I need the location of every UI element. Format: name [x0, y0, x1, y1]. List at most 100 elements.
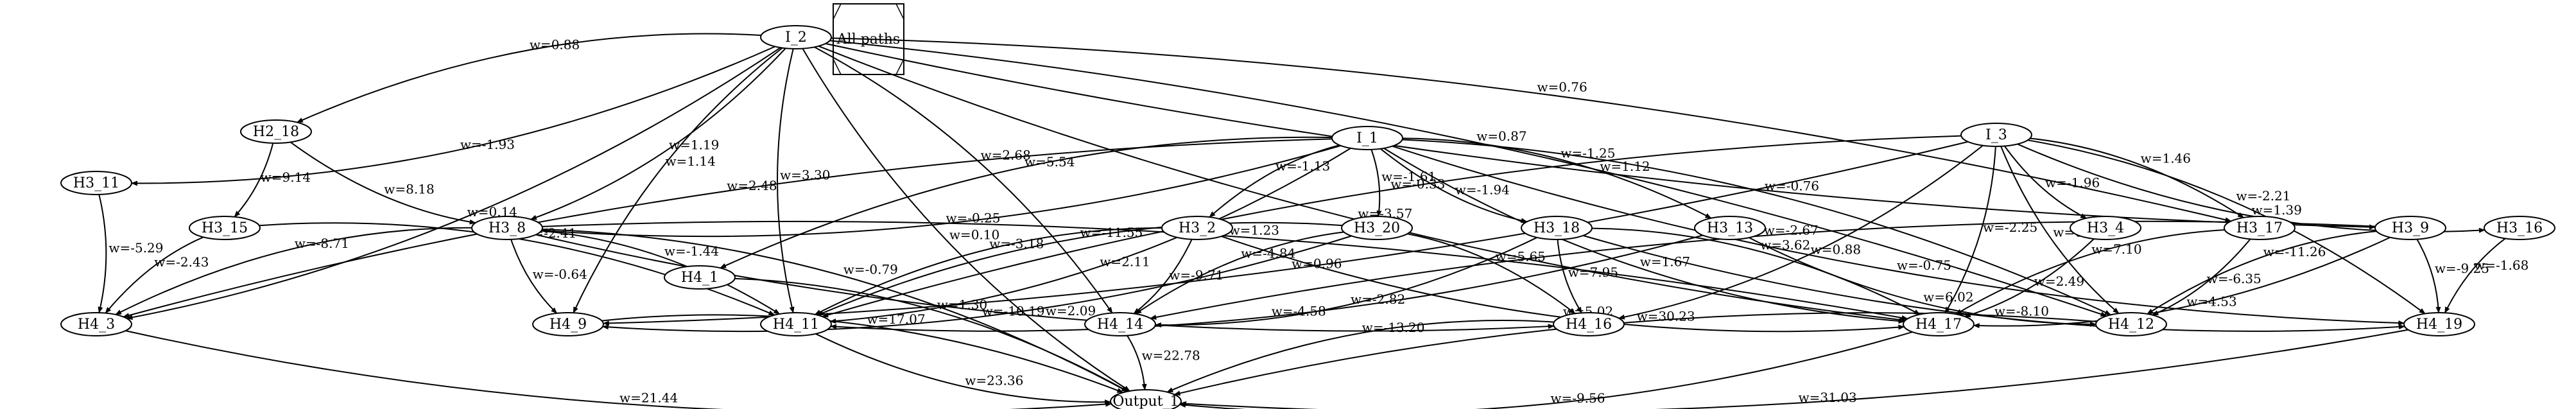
- edge-I_3-to-H4_12: [2000, 146, 2120, 314]
- node-label-H3_16: H3_16: [2496, 220, 2543, 236]
- node-ellipse-H3_16: [2484, 216, 2555, 240]
- edge-label-H3_17-to-H4_12: w=-6.35: [2207, 271, 2261, 286]
- node-ellipse-H3_4: [2070, 216, 2141, 240]
- edge-label-H3_20-to-H4_11: w=-11.55: [1080, 225, 1143, 240]
- edge-H4_17-to-Output_1: [1179, 331, 1913, 409]
- edge-I_3-to-H4_11: [822, 135, 1962, 318]
- edge-I_2-to-H4_3: [126, 47, 781, 320]
- edge-label-H3_13-to-H4_11: w=-4.58: [1272, 303, 1326, 318]
- edge-I_1-to-H3_13: [1402, 137, 1712, 219]
- node-H3_9: H3_9: [2374, 216, 2446, 240]
- edge-H3_18-to-H4_17: [1591, 227, 1921, 315]
- node-ellipse-H3_8: [471, 216, 543, 240]
- node-H4_16: H4_16: [1553, 312, 1625, 336]
- edge-H4_3-to-Output_1: [125, 330, 1112, 409]
- edge-I_2-to-H2_18: [296, 33, 761, 123]
- edge-H3_17-to-H4_12: [2152, 238, 2251, 316]
- edge-label-H3_17-to-H4_17: w=7.10: [2091, 241, 2141, 257]
- edge-I_1-to-H3_18: [1380, 148, 1528, 223]
- edge-label-H3_4-to-H4_17: w=2.49: [2034, 274, 2084, 289]
- node-label-H4_3: H4_3: [78, 317, 115, 333]
- edge-label-I_1-to-H4_11: w=2.11: [1100, 254, 1150, 269]
- edge-label-I_1-to-H3_18: w=-1.94: [1455, 182, 1510, 197]
- edge-I_2-to-H3_17: [831, 37, 2232, 223]
- edge-label-H4_3-to-Output_1: w=21.44: [619, 390, 678, 405]
- edge-label-H3_8-to-H4_17: w=1.23: [1229, 222, 1279, 238]
- edge-label-H4_19-to-Output_1: w=31.03: [1799, 390, 1857, 405]
- edge-H3_2-to-H4_11: [814, 227, 1163, 315]
- edge-label-H3_9-to-H4_17: w=4.53: [2186, 293, 2236, 309]
- edge-I_2-to-Output_1: [802, 48, 1130, 392]
- edge-H3_8-to-H4_9: [510, 239, 558, 314]
- node-label-H4_19: H4_19: [2416, 317, 2462, 333]
- edge-label-I_3-to-H4_17: w=-2.25: [1983, 220, 2037, 235]
- node-H3_2: H3_2: [1161, 216, 1233, 240]
- node-label-H3_20: H3_20: [1354, 220, 1400, 236]
- node-H3_13: H3_13: [1694, 216, 1766, 240]
- edge-label-H4_14-to-Output_1: w=22.78: [1142, 348, 1200, 363]
- edge-label-I_2-to-H3_8: w=1.19: [669, 137, 719, 152]
- node-ellipse-I_1: [1331, 126, 1403, 150]
- node-label-H3_9: H3_9: [2392, 220, 2429, 236]
- node-ellipse-H4_3: [60, 312, 132, 336]
- edge-I_1-to-H3_2: [1209, 144, 1340, 218]
- node-H3_11: H3_11: [60, 171, 132, 195]
- node-H4_3: H4_3: [60, 312, 132, 336]
- edge-label-I_1-to-H4_3: w=2.48: [727, 178, 777, 193]
- edge-label-I_3-to-H4_16: w=0.88: [1811, 241, 1861, 257]
- node-ellipse-Output_1: [1110, 389, 1182, 409]
- edge-label-H3_8-to-H4_9: w=-0.64: [533, 266, 587, 282]
- edge-label-H3_11-to-H4_3: w=-5.29: [108, 240, 163, 256]
- node-H4_19: H4_19: [2403, 312, 2475, 336]
- edge-I_3-to-H3_17: [2030, 137, 2245, 218]
- edge-H3_11-to-H4_3: [98, 194, 107, 314]
- edge-H2_18-to-H3_15: [234, 143, 274, 218]
- edge-H3_9-to-H4_19: [2416, 239, 2441, 314]
- node-label-H4_9: H4_9: [549, 317, 587, 333]
- edge-H3_8-to-H4_17: [542, 220, 1908, 320]
- edge-I_3-to-H4_16: [1618, 144, 1984, 320]
- node-ellipse-H4_14: [1084, 312, 1156, 336]
- node-H3_8: H3_8: [471, 216, 543, 240]
- node-label-H4_11: H4_11: [773, 317, 819, 333]
- edge-I_2-to-H4_11: [777, 48, 795, 314]
- node-label-H3_15: H3_15: [202, 220, 248, 236]
- edge-I_1-to-H4_11: [829, 148, 1351, 324]
- node-ellipse-H3_2: [1161, 216, 1233, 240]
- edge-label-I_2-to-H4_12: w=0.87: [1476, 128, 1526, 144]
- edges-layer: w=-1.93w=0.88w=0.14w=1.14w=1.19w=3.30w=2…: [98, 33, 2528, 409]
- edge-I_1-to-H4_12: [1402, 139, 2112, 316]
- edge-I_2-to-H4_17: [818, 45, 1906, 322]
- node-ellipse-H3_18: [1521, 216, 1593, 240]
- node-ellipse-H4_17: [1903, 312, 1975, 336]
- node-ellipse-H3_11: [60, 171, 132, 195]
- edge-label-H3_18-to-H4_17: w=3.62: [1760, 238, 1810, 253]
- node-H4_1: H4_1: [664, 265, 736, 290]
- edge-label-H3_18-to-H4_14: w=-2.82: [1351, 292, 1405, 307]
- node-label-H4_1: H4_1: [681, 270, 718, 286]
- edge-I_3-to-H3_4: [2003, 145, 2088, 219]
- edge-H4_19-to-Output_1: [1180, 329, 2408, 409]
- node-ellipse-H4_16: [1553, 312, 1625, 336]
- edge-H3_20-to-H4_9: [601, 235, 1352, 333]
- edge-I_1-to-H3_20: [1370, 149, 1382, 218]
- node-label-Output_1: Output_1: [1112, 394, 1179, 409]
- node-ellipse-I_2: [760, 25, 832, 49]
- edge-label-H3_8-to-H4_16: w=2.09: [1046, 303, 1096, 318]
- edge-label-H3_8-to-H4_11: w=-1.44: [664, 243, 719, 259]
- node-label-H4_14: H4_14: [1097, 317, 1143, 333]
- edge-H3_17-to-H4_17: [1955, 229, 2225, 315]
- edge-label-H4_16-to-Output_1: w=-13.20: [1362, 320, 1425, 335]
- edge-label-H3_9-to-H4_12: w=-11.26: [2263, 244, 2326, 259]
- edge-H3_9-to-H4_17: [1973, 236, 2390, 329]
- edge-label-H3_20-to-H4_14: w=-4.84: [1241, 246, 1295, 261]
- edge-label-H3_15-to-H4_3: w=-2.43: [154, 254, 209, 270]
- edge-label-I_3-to-H3_4: w=-1.96: [2045, 175, 2100, 190]
- node-label-H3_4: H3_4: [2087, 220, 2124, 236]
- node-label-H3_18: H3_18: [1534, 220, 1580, 236]
- node-ellipse-H3_17: [2224, 216, 2295, 240]
- edge-H3_18-to-H4_14: [1154, 237, 1537, 328]
- node-ellipse-H3_9: [2374, 216, 2446, 240]
- edge-H3_16-to-H4_19: [2444, 238, 2506, 314]
